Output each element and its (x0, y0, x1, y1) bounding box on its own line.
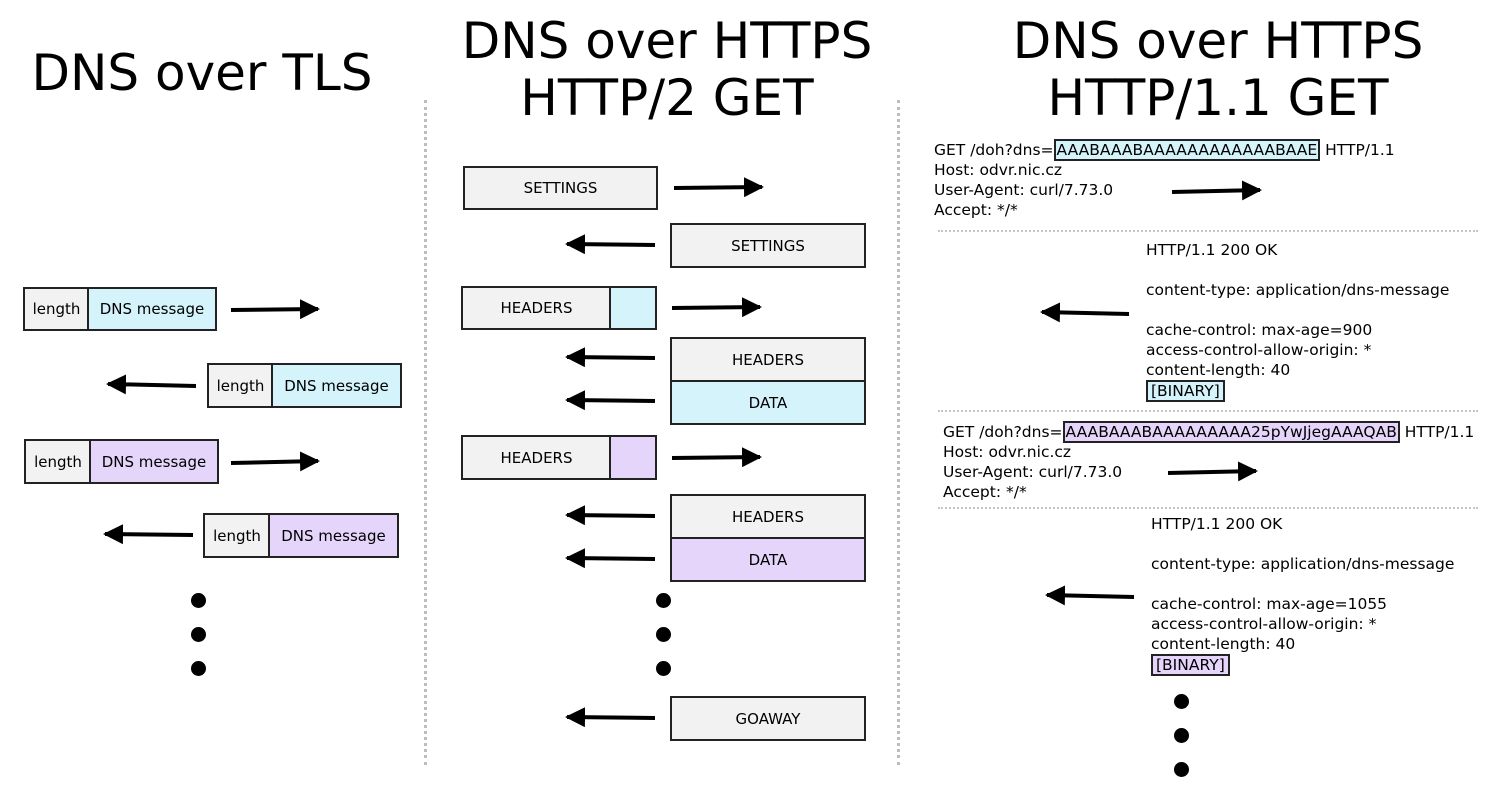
exchange-separator-1 (938, 230, 1478, 232)
acao-header: access-control-allow-origin: * (1151, 615, 1377, 633)
title-line-2: HTTP/1.1 GET (1047, 69, 1389, 127)
http-request-1: GET /doh?dns=AAABAAABAAAAAAAAAAAABAAE HT… (934, 139, 1395, 220)
data-frame: DATA (670, 380, 866, 425)
ellipsis-dot (1174, 728, 1189, 743)
title-line-2: HTTP/2 GET (520, 69, 814, 127)
arrow-right (671, 447, 762, 468)
arrow-left (565, 347, 656, 368)
headers-payload-marker (609, 435, 657, 480)
arrow-right (673, 177, 764, 198)
arrow-left (565, 234, 656, 255)
host-header: Host: odvr.nic.cz (943, 443, 1072, 461)
dns-query-param: AAABAAABAAAAAAAAAAAABAAE (1053, 139, 1321, 161)
content-length-header: content-length: 40 (1146, 361, 1291, 379)
headers-frame: HEADERS (461, 435, 610, 480)
accept-header: Accept: */* (934, 201, 1018, 219)
status-line: HTTP/1.1 200 OK (1146, 241, 1278, 259)
ellipsis-dot (656, 593, 671, 608)
ellipsis-dot (1174, 694, 1189, 709)
title-doh-http2: DNS over HTTPS HTTP/2 GET (436, 13, 898, 127)
headers-frame: HEADERS (461, 286, 610, 330)
acao-header: access-control-allow-origin: * (1146, 341, 1372, 359)
request-line: GET /doh?dns=AAABAAABAAAAAAAAA25pYwJjegA… (943, 421, 1475, 443)
headers-frame: HEADERS (670, 494, 866, 539)
length-field: length (23, 287, 88, 331)
ellipsis-dot (191, 593, 206, 608)
headers-payload-marker (609, 286, 657, 330)
arrow-left (106, 374, 197, 395)
title-doh-http11: DNS over HTTPS HTTP/1.1 GET (968, 13, 1468, 127)
goaway-frame: GOAWAY (670, 696, 866, 741)
arrow-right (230, 451, 320, 472)
accept-header: Accept: */* (943, 483, 1027, 501)
dns-message-field: DNS message (89, 439, 219, 484)
column-separator-right (897, 100, 900, 765)
arrow-left (565, 390, 656, 411)
settings-frame: SETTINGS (670, 223, 866, 268)
arrow-left (1045, 585, 1135, 606)
exchange-separator-3 (938, 507, 1478, 509)
arrow-left (103, 524, 194, 545)
arrow-left (565, 548, 656, 569)
headers-frame: HEADERS (670, 337, 866, 382)
content-type-header: content-type: application/dns-message (1151, 555, 1455, 573)
exchange-separator-2 (938, 410, 1478, 412)
column-separator-left (424, 100, 427, 765)
title-line: DNS over TLS (31, 44, 373, 102)
settings-frame: SETTINGS (463, 166, 658, 210)
cache-control-header: cache-control: max-age=1055 (1151, 595, 1388, 613)
title-dns-over-tls: DNS over TLS (0, 45, 404, 102)
ellipsis-dot (191, 627, 206, 642)
data-frame: DATA (670, 537, 866, 582)
arrow-right (230, 299, 320, 320)
ellipsis-dot (1174, 762, 1189, 777)
cache-control-header: cache-control: max-age=900 (1146, 321, 1373, 339)
request-line: GET /doh?dns=AAABAAABAAAAAAAAAAAABAAE HT… (934, 139, 1395, 161)
title-line-1: DNS over HTTPS (1012, 12, 1424, 70)
length-field: length (24, 439, 90, 484)
status-line: HTTP/1.1 200 OK (1151, 515, 1283, 533)
length-field: length (203, 513, 269, 558)
arrow-left (1040, 302, 1130, 323)
ellipsis-dot (656, 661, 671, 676)
dns-message-field: DNS message (271, 363, 402, 408)
ellipsis-dot (656, 627, 671, 642)
length-field: length (207, 363, 272, 408)
binary-body: [BINARY] (1146, 380, 1225, 402)
arrow-right (671, 297, 762, 318)
ellipsis-dot (191, 661, 206, 676)
binary-body: [BINARY] (1151, 654, 1230, 676)
title-line-1: DNS over HTTPS (461, 12, 873, 70)
http-request-2: GET /doh?dns=AAABAAABAAAAAAAAA25pYwJjegA… (943, 421, 1475, 502)
arrow-left (565, 707, 656, 728)
dns-query-param: AAABAAABAAAAAAAAA25pYwJjegAAAQAB (1062, 421, 1400, 443)
content-length-header: content-length: 40 (1151, 635, 1296, 653)
arrow-left (565, 505, 656, 526)
arrow-right (1167, 461, 1258, 482)
http-response-1: HTTP/1.1 200 OK content-type: applicatio… (1146, 240, 1449, 402)
content-type-header: content-type: application/dns-message (1146, 281, 1450, 299)
arrow-right (1171, 180, 1262, 201)
http-response-2: HTTP/1.1 200 OK content-type: applicatio… (1151, 514, 1454, 676)
dns-message-field: DNS message (268, 513, 399, 558)
dns-message-field: DNS message (87, 287, 217, 331)
host-header: Host: odvr.nic.cz (934, 161, 1063, 179)
user-agent-header: User-Agent: curl/7.73.0 (943, 463, 1123, 481)
user-agent-header: User-Agent: curl/7.73.0 (934, 181, 1114, 199)
